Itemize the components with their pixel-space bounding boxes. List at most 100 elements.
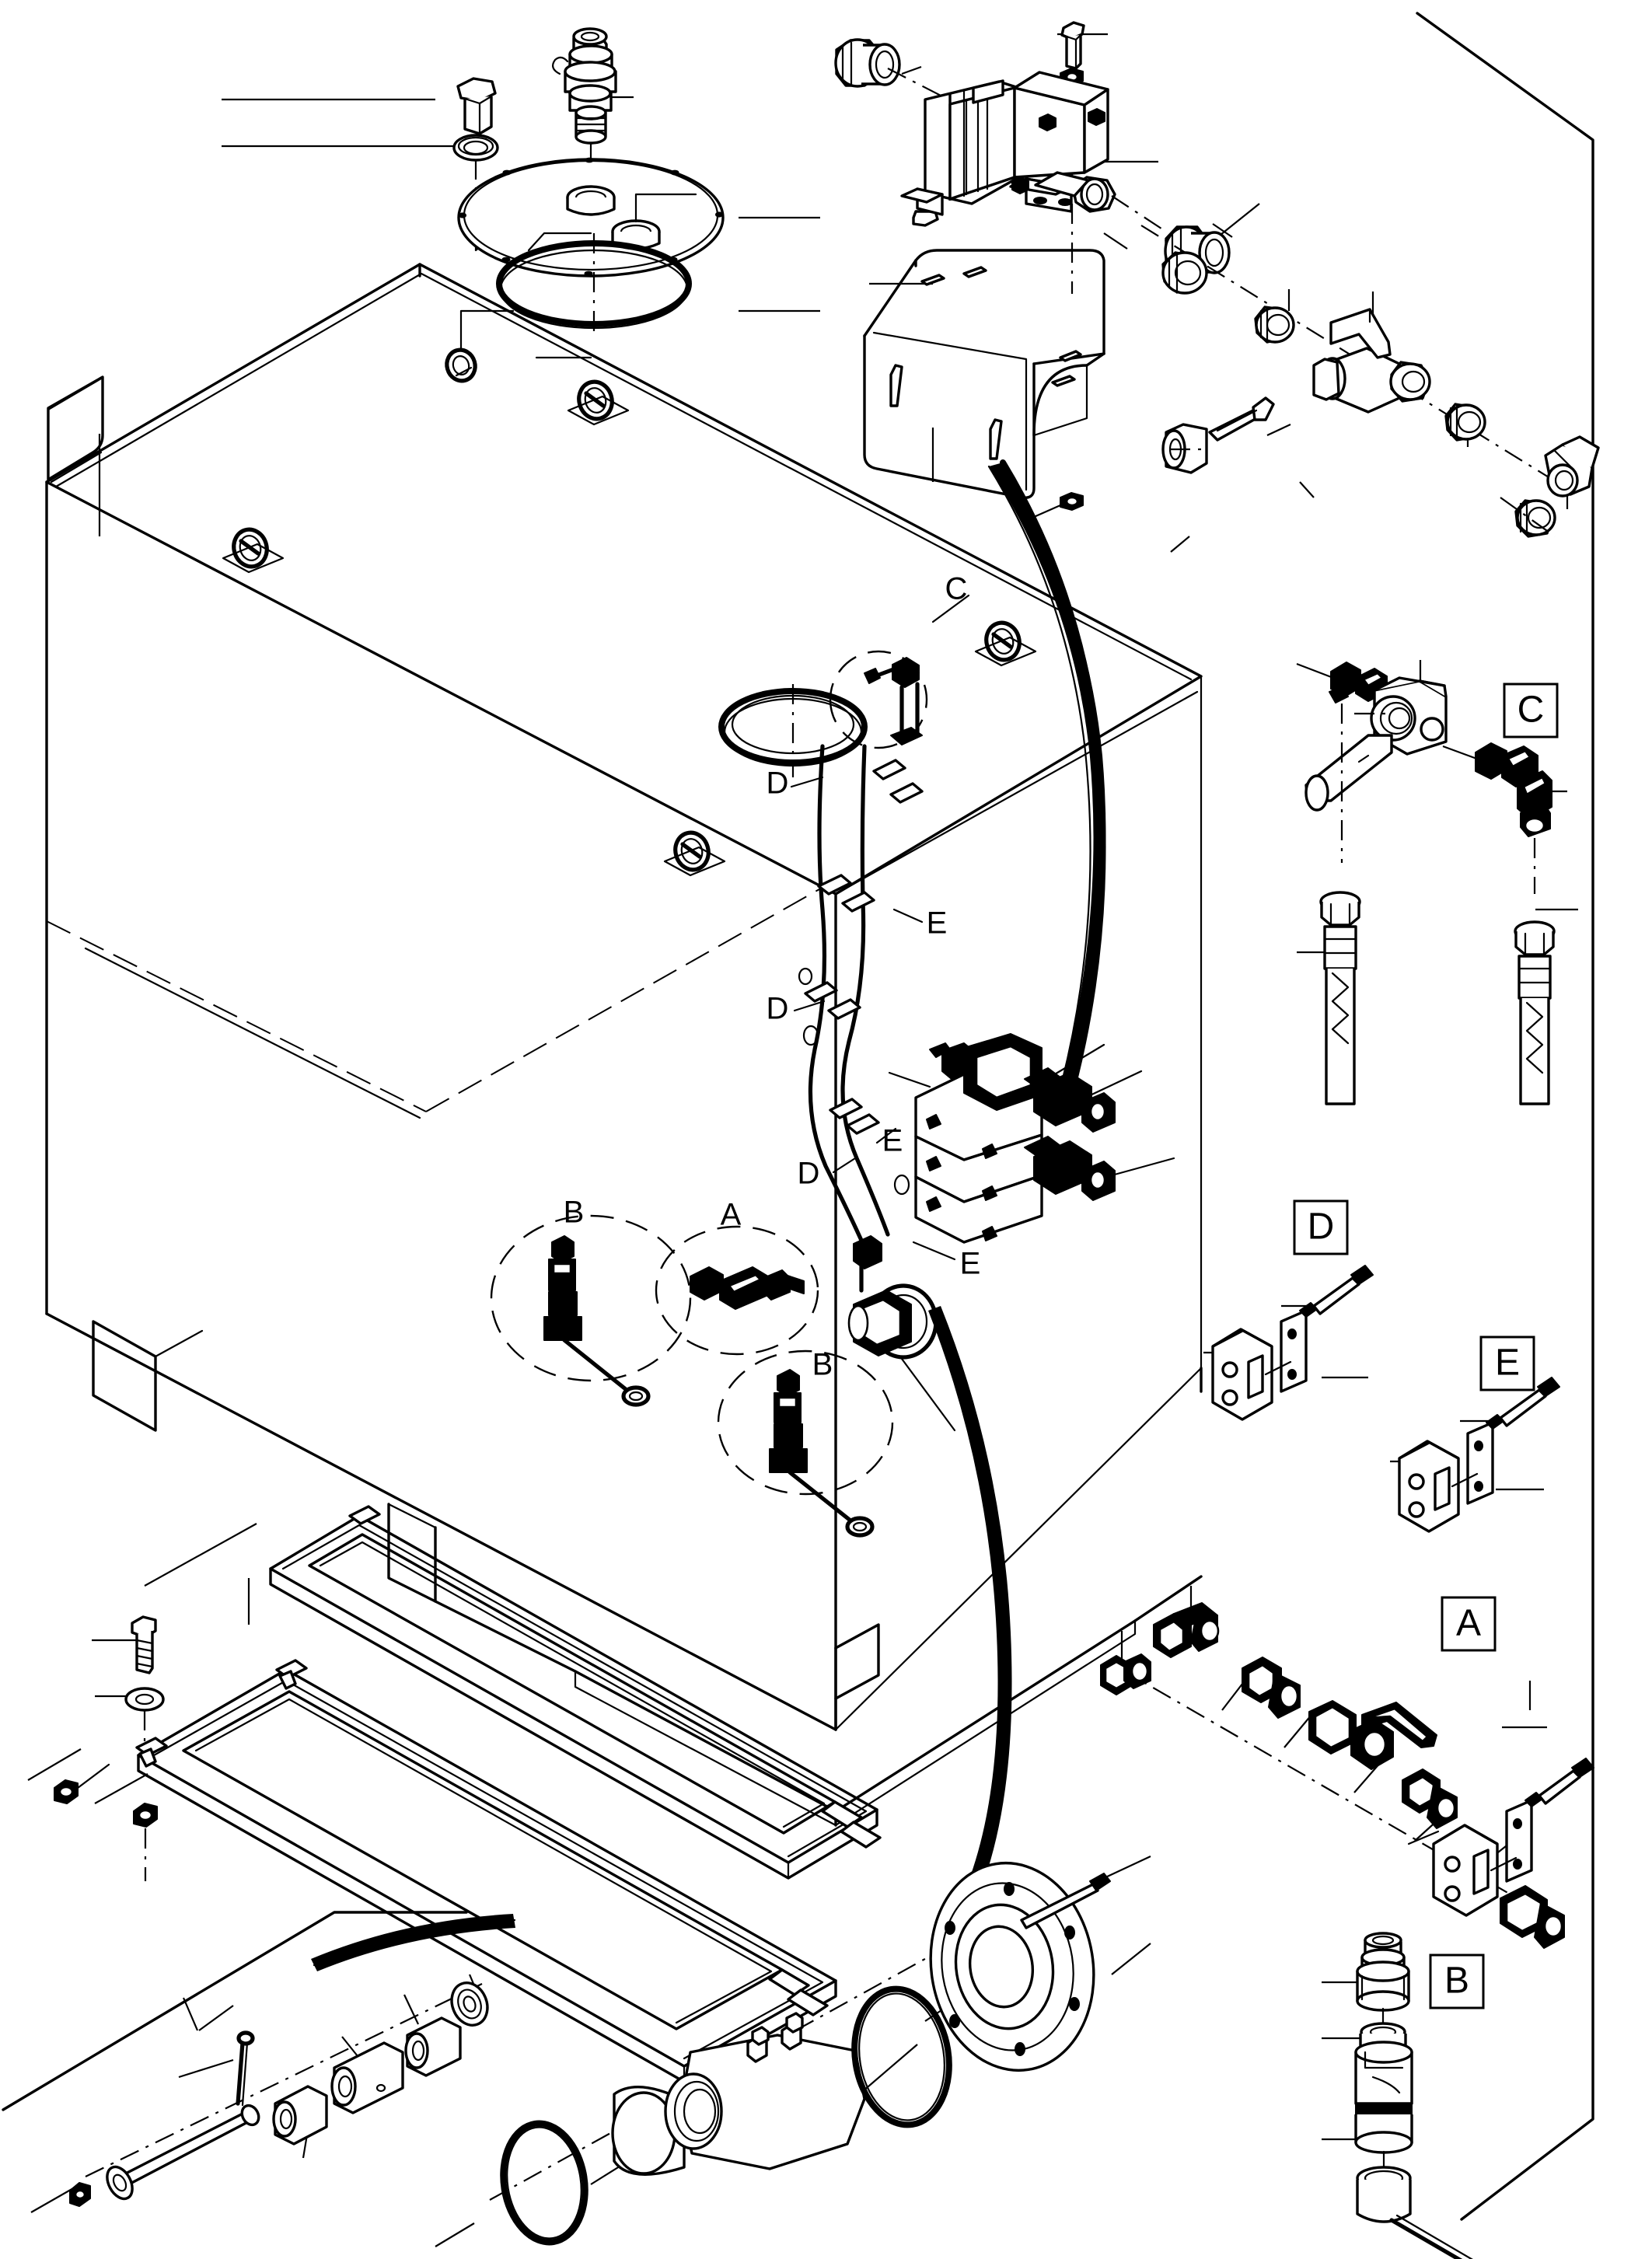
clamp-mount-pad-4 xyxy=(974,620,1037,667)
elbow-fitting-90 xyxy=(1544,435,1600,498)
hex-bolt-frame xyxy=(131,1615,157,1674)
clamp-block-a xyxy=(1407,1758,1594,1917)
detail-b-group xyxy=(1322,1932,1473,2259)
elbow-90-c xyxy=(1475,742,1552,837)
oil-reservoir-tank xyxy=(45,263,1203,1827)
callout-letter-e-3: E xyxy=(960,1247,981,1281)
tether-chain-b xyxy=(1389,2214,1473,2259)
detail-box-D-label: D xyxy=(1308,1206,1335,1248)
ball-valve-lever xyxy=(1312,308,1431,414)
reducer-fitting xyxy=(1444,403,1486,442)
o-ring-large xyxy=(851,1985,952,2128)
bushing-short xyxy=(272,2085,328,2146)
hex-bolt-lid xyxy=(456,77,497,135)
clamp-mount-pad-2 xyxy=(567,379,630,426)
valve-block-body-c xyxy=(1304,676,1448,812)
cotter-pin xyxy=(236,2030,255,2107)
callout-letter-a-1: A xyxy=(721,1198,742,1232)
pump-mounting-bracket xyxy=(863,249,1105,499)
ball-valve-a xyxy=(1308,1700,1437,1770)
adapter-a xyxy=(1402,1768,1458,1829)
callout-letter-d-2: D xyxy=(767,992,789,1026)
ball-valve-fitting-chain xyxy=(1103,223,1600,553)
adapter-nut-1 xyxy=(1161,251,1208,295)
detail-d-clamp-assembly xyxy=(1203,1265,1374,1421)
nipple-1 xyxy=(1254,306,1295,344)
bushing-long xyxy=(404,2016,462,2077)
solenoid-valve-manifold xyxy=(888,1033,1175,1244)
detail-circle-b-right xyxy=(717,1349,894,1538)
coupler-nipple-b xyxy=(1356,1932,1410,2012)
braided-hose-right-c xyxy=(1514,920,1556,1105)
union-a xyxy=(1500,1885,1565,1949)
tank-fitting-c xyxy=(829,650,928,749)
hose-clamps xyxy=(804,759,924,1135)
pivot-pin xyxy=(106,2104,260,2201)
detail-a-group xyxy=(1100,1586,1594,1949)
callout-letter-d-1: D xyxy=(767,766,789,801)
callout-letter-e-1: E xyxy=(927,906,948,941)
o-ring-small xyxy=(500,2120,589,2246)
adapter-nut-2 xyxy=(1514,499,1556,538)
detail-circle-a xyxy=(655,1225,819,1356)
hydraulic-pump-motor-assembly xyxy=(834,21,1260,518)
motor-flange-group xyxy=(435,1856,1151,2247)
detail-box-A-label: A xyxy=(1456,1603,1481,1644)
detail-label-boxes: C D E A B xyxy=(1293,683,1559,2009)
spacer-tube xyxy=(330,2041,404,2114)
suction-fitting-left xyxy=(834,38,901,88)
callout-letters: C D E D E D E B A B xyxy=(564,572,981,1382)
shoulder-bolt xyxy=(1208,396,1275,442)
quick-coupler-body-b xyxy=(1354,2022,1413,2154)
sheet-border xyxy=(1416,12,1594,2221)
hex-bolt-pump xyxy=(1060,21,1085,70)
detail-box-A: A xyxy=(1441,1596,1497,1652)
flat-washer-lid xyxy=(452,134,499,162)
lock-nut-frame-1 xyxy=(54,1779,79,1804)
hose-routing-group xyxy=(311,459,1106,1971)
pump-motor-body xyxy=(900,71,1116,227)
plug-a xyxy=(1100,1653,1151,1695)
motor-body xyxy=(611,2012,866,2176)
callout-letter-b-1: B xyxy=(564,1196,585,1230)
manifold-port-fittings xyxy=(1024,1067,1116,1201)
callout-letter-e-2: E xyxy=(882,1124,903,1158)
detail-box-D: D xyxy=(1293,1199,1349,1255)
callout-letter-c-tank: C xyxy=(945,572,968,606)
detail-box-B: B xyxy=(1429,1953,1485,2009)
hose-clamp-mounts xyxy=(222,379,1037,877)
callout-letter-b-2: B xyxy=(812,1348,833,1382)
dust-cap-b xyxy=(1356,2166,1412,2223)
detail-box-C-label: C xyxy=(1518,690,1545,731)
lock-nut-frame-2 xyxy=(133,1803,158,1828)
pin-end-nut xyxy=(69,2182,91,2207)
clamp-mount-pad-3 xyxy=(663,830,726,877)
tank-detail-callouts xyxy=(490,1214,956,1538)
clamp-mount-pad-1 xyxy=(222,527,285,574)
detail-c-group xyxy=(1296,660,1578,1105)
callout-letter-d-3: D xyxy=(798,1157,820,1191)
detail-box-C: C xyxy=(1503,683,1559,738)
detail-box-B-label: B xyxy=(1444,1960,1469,2002)
detail-e-clamp-assembly xyxy=(1390,1377,1560,1533)
detail-circle-b-left xyxy=(490,1214,692,1407)
braided-hose-left-c xyxy=(1319,891,1361,1105)
clamp-mount-pad-5 xyxy=(445,347,477,383)
tank-lip-left xyxy=(47,375,104,484)
pin-bushing-group xyxy=(2,1911,489,2213)
tank-port-coupler-e xyxy=(847,1235,938,1360)
flange-cap-screw xyxy=(1020,1873,1111,1929)
nipple-a xyxy=(1242,1657,1301,1719)
frame-rail-inner xyxy=(269,1505,882,1880)
thrust-washer xyxy=(450,1981,489,2027)
tank-lid-assembly xyxy=(222,27,820,334)
tank-cover-plate xyxy=(457,157,725,278)
detail-box-E-label: E xyxy=(1495,1342,1520,1384)
breather-filler-cap xyxy=(552,27,617,145)
detail-box-E: E xyxy=(1479,1335,1535,1391)
flat-washer-frame xyxy=(124,1687,165,1712)
hex-nut-bracket xyxy=(1060,492,1084,511)
